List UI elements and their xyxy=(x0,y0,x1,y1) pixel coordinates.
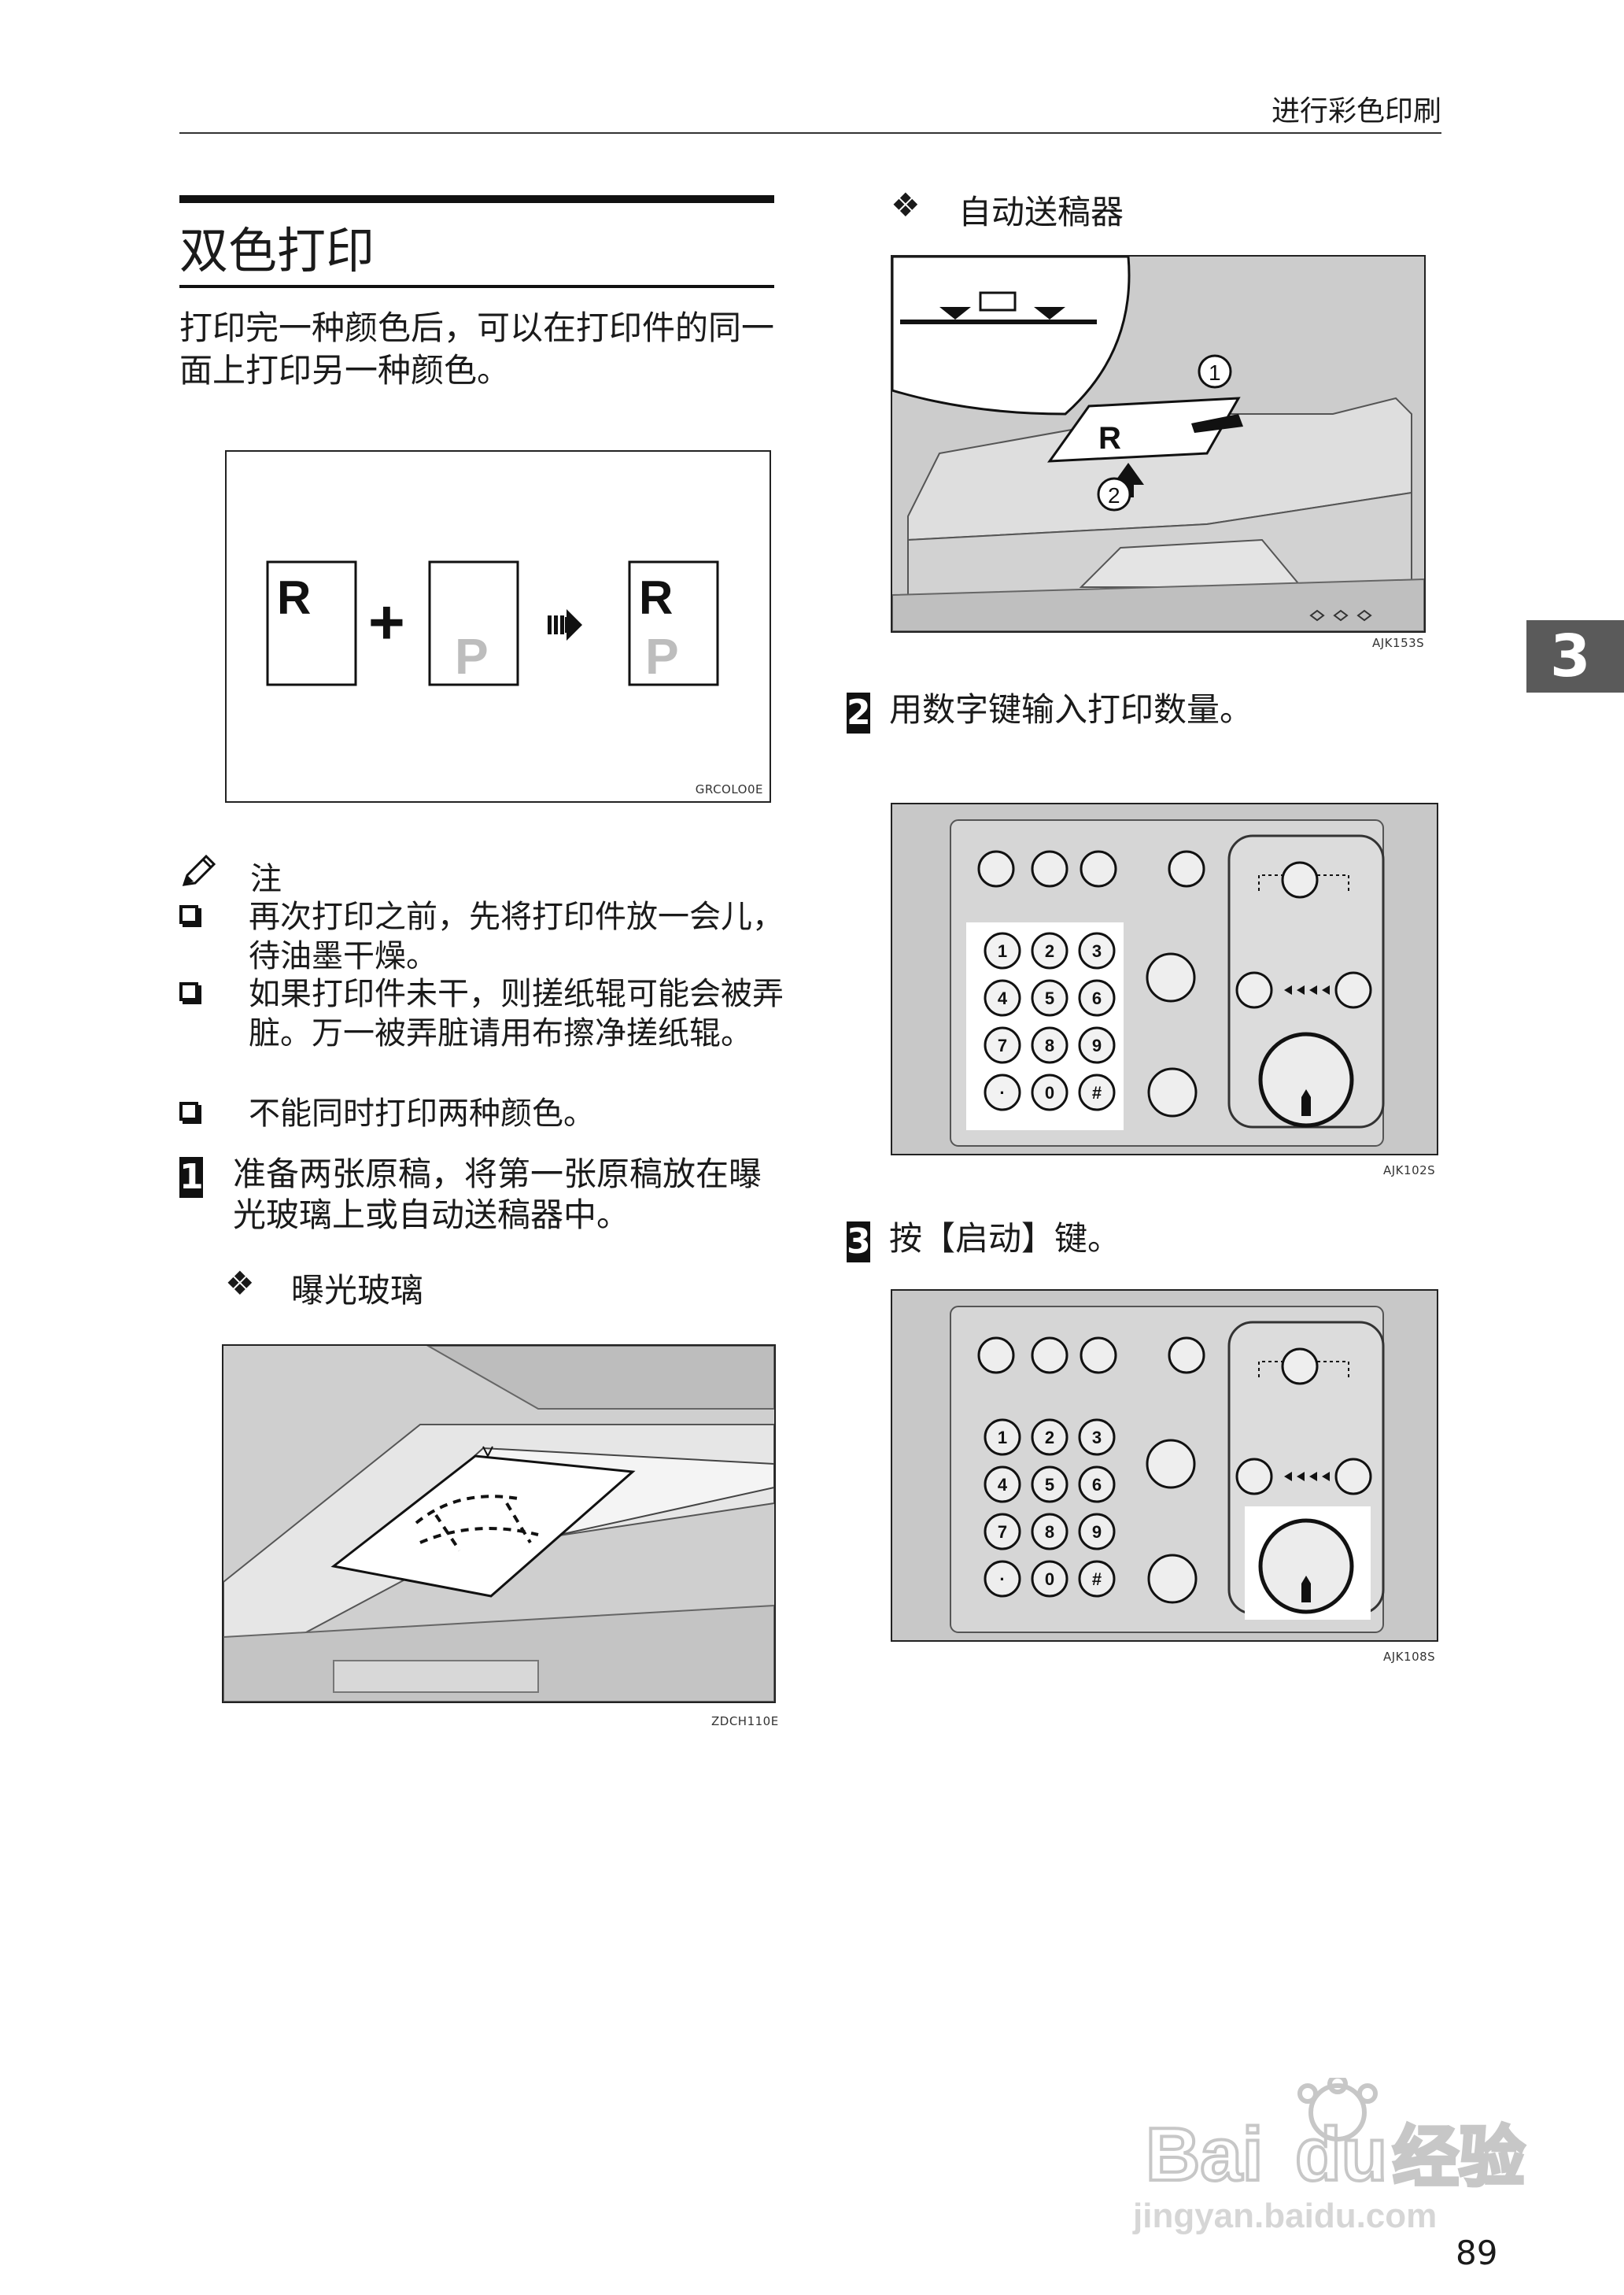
key-label: 2 xyxy=(1045,941,1054,961)
key-label: 0 xyxy=(1045,1083,1054,1103)
result-r-letter: R xyxy=(639,571,673,624)
start-key-illustration: 1 2 3 4 5 6 7 8 9 · 0 # xyxy=(892,1291,1437,1640)
sheet-p-letter: P xyxy=(455,628,489,685)
figure-code: AJK108S xyxy=(1383,1650,1436,1664)
watermark-jingyan: 经验 xyxy=(1393,2119,1525,2196)
figure-keypad: 1 2 3 4 5 6 7 8 9 · 0 # xyxy=(891,803,1438,1155)
note-item: 如果打印件未干，则搓纸辊可能会被弄脏。万一被弄脏请用布擦净搓纸辊。 xyxy=(179,974,785,1100)
key-label: 5 xyxy=(1045,989,1054,1008)
checkbox-bullet-icon xyxy=(179,982,201,1004)
checkbox-bullet-icon xyxy=(179,905,201,927)
sub-head-marker: ❖ xyxy=(225,1264,255,1303)
key-label: 7 xyxy=(998,1522,1007,1542)
section-title: 双色打印 xyxy=(179,222,375,279)
key-label: 8 xyxy=(1045,1036,1054,1055)
two-color-illustration: R + P R P xyxy=(266,560,719,686)
key-label: 1 xyxy=(998,1428,1007,1447)
section-intro: 打印完一种颜色后，可以在打印件的同一面上打印另一种颜色。 xyxy=(179,309,775,390)
step-number: 3 xyxy=(847,1221,871,1262)
figure-adf: R 1 2 xyxy=(891,255,1426,633)
section-rule-bottom xyxy=(179,285,774,288)
watermark-url: jingyan.baidu.com xyxy=(1132,2197,1437,2235)
key-label: 6 xyxy=(1092,1475,1102,1495)
key-label: # xyxy=(1092,1569,1102,1589)
key-label: 2 xyxy=(1045,1428,1054,1447)
step-number: 2 xyxy=(847,693,871,734)
figure-exposure-glass xyxy=(222,1344,776,1703)
adf-callout-one: 1 xyxy=(1209,360,1221,385)
top-keys xyxy=(977,850,1372,1128)
key-label: · xyxy=(999,1569,1005,1589)
key-label: 9 xyxy=(1092,1522,1102,1542)
key-label: 8 xyxy=(1045,1522,1054,1542)
key-label: 6 xyxy=(1092,989,1102,1008)
baidu-watermark: Bai du 经验 jingyan.baidu.com xyxy=(1102,2074,1574,2235)
key-label: 9 xyxy=(1092,1036,1102,1055)
step-text: 准备两张原稿，将第一张原稿放在曝光玻璃上或自动送稿器中。 xyxy=(233,1155,762,1234)
figure-code: ZDCH110E xyxy=(711,1714,779,1728)
key-label: 5 xyxy=(1045,1475,1054,1495)
watermark-bai: Bai xyxy=(1146,2112,1263,2197)
key-label: 4 xyxy=(998,1475,1008,1495)
running-header: 进行彩色印刷 xyxy=(1271,95,1441,128)
key-label: 0 xyxy=(1045,1569,1054,1589)
result-p-letter: P xyxy=(645,628,679,685)
numeric-keypad xyxy=(984,932,1116,1111)
note-item-text: 如果打印件未干，则搓纸辊可能会被弄脏。万一被弄脏请用布擦净搓纸辊。 xyxy=(249,976,784,1051)
key-label: · xyxy=(999,1083,1005,1103)
key-label: 1 xyxy=(998,941,1007,961)
figure-start-key: 1 2 3 4 5 6 7 8 9 · 0 # xyxy=(891,1289,1438,1642)
figure-code: AJK102S xyxy=(1383,1163,1436,1177)
sheet-r-letter: R xyxy=(277,571,311,624)
note-item-text: 再次打印之前，先将打印件放一会儿，待油墨干燥。 xyxy=(249,899,784,974)
step-text: 按【启动】键。 xyxy=(889,1219,1121,1258)
note-label: 注 xyxy=(250,861,282,897)
page-number: 89 xyxy=(1456,2234,1498,2272)
note-icon xyxy=(179,853,219,893)
key-label: 7 xyxy=(998,1036,1007,1055)
chapter-tab: 3 xyxy=(1526,620,1624,693)
key-label: # xyxy=(1092,1083,1102,1103)
key-label: 3 xyxy=(1092,941,1102,961)
watermark-du: du xyxy=(1295,2112,1387,2197)
header-rule xyxy=(179,132,1441,134)
figure-code: AJK153S xyxy=(1372,636,1425,650)
note-item: 再次打印之前，先将打印件放一会儿，待油墨干燥。 xyxy=(179,897,785,984)
key-label: 4 xyxy=(998,989,1008,1008)
section-rule-top xyxy=(179,195,774,203)
note-item-text: 不能同时打印两种颜色。 xyxy=(249,1096,595,1132)
note-item: 不能同时打印两种颜色。 xyxy=(179,1094,785,1141)
exposure-glass-illustration xyxy=(223,1346,774,1702)
adf-sheet-r: R xyxy=(1098,421,1121,456)
adf-callout-two: 2 xyxy=(1108,483,1120,508)
key-label: 3 xyxy=(1092,1428,1102,1447)
plus-sign: + xyxy=(368,587,405,657)
checkbox-bullet-icon xyxy=(179,1102,201,1124)
figure-two-color: R + P R P GRCOLO0E xyxy=(225,450,771,803)
step-number: 1 xyxy=(179,1157,204,1198)
sub-head-adf: 自动送稿器 xyxy=(958,193,1124,231)
sub-head-glass: 曝光玻璃 xyxy=(291,1271,424,1310)
sub-head-marker: ❖ xyxy=(891,186,921,224)
figure-code: GRCOLO0E xyxy=(695,782,763,796)
adf-illustration: R 1 2 xyxy=(892,257,1424,631)
step-text: 用数字键输入打印数量。 xyxy=(889,690,1253,729)
arrow-icon xyxy=(548,609,582,641)
keypad-illustration: 1 2 3 4 5 6 7 8 9 · 0 # xyxy=(892,804,1437,1154)
